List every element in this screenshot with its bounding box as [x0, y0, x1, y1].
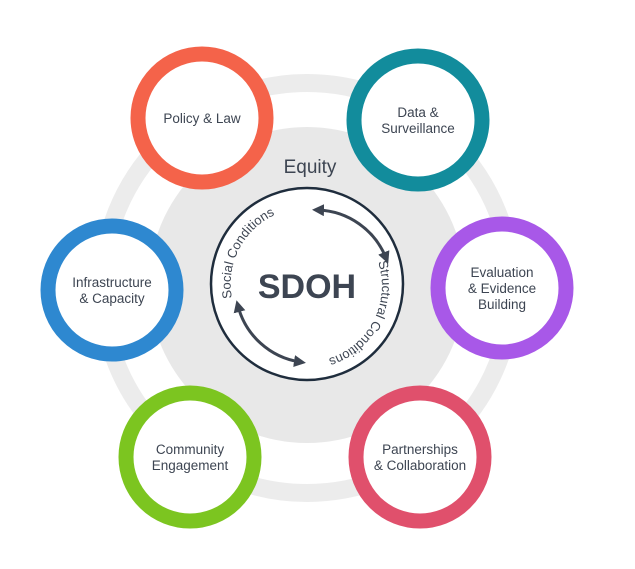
- node-ring: [118, 385, 262, 529]
- node-ring: [130, 46, 274, 190]
- node-label: Engagement: [152, 458, 229, 473]
- node-label: Data &: [397, 105, 438, 120]
- node-label: & Capacity: [79, 291, 145, 306]
- node-ring: [346, 48, 490, 192]
- node-label: Policy & Law: [163, 111, 241, 126]
- node-label: & Evidence: [468, 281, 536, 296]
- arrow-bottom-left: [233, 300, 306, 368]
- node-label: Partnerships: [382, 442, 458, 457]
- node-infrastructure: Infrastructure& Capacity: [40, 218, 184, 362]
- node-label: Building: [478, 297, 526, 312]
- node-partnerships: Partnerships& Collaboration: [348, 385, 492, 529]
- node-policy: Policy & Law: [130, 46, 274, 190]
- node-ring: [40, 218, 184, 362]
- arrow-top-right: [312, 204, 390, 264]
- node-ring: [430, 216, 574, 360]
- node-label: Community: [156, 442, 225, 457]
- node-label: Surveillance: [381, 121, 455, 136]
- node-label: Infrastructure: [72, 275, 152, 290]
- node-data: Data &Surveillance: [346, 48, 490, 192]
- sdoh-title: SDOH: [258, 268, 356, 306]
- equity-label: Equity: [284, 157, 337, 178]
- node-label: & Collaboration: [374, 458, 466, 473]
- node-label: Evaluation: [470, 265, 533, 280]
- node-ring: [348, 385, 492, 529]
